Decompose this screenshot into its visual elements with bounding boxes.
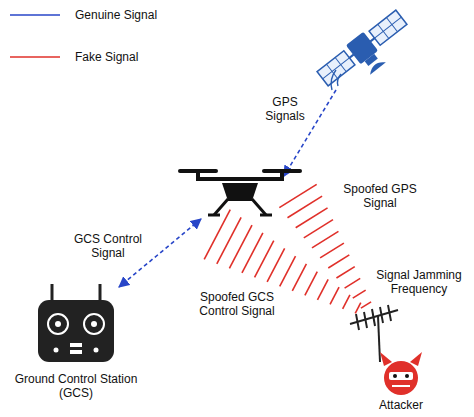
fake-signal-stroke <box>343 295 350 309</box>
fake-signal-stroke <box>361 302 371 308</box>
fake-signal-stroke <box>353 290 366 298</box>
attacker-icon <box>380 352 422 395</box>
antenna-icon <box>378 316 380 362</box>
attacker-icon <box>410 352 422 366</box>
attacker-icon <box>392 385 410 387</box>
antenna-icon <box>356 314 359 330</box>
controller-icon <box>91 321 97 327</box>
antenna-icon <box>380 307 383 323</box>
signal-label: Spoofed GCS Control Signal <box>190 290 284 318</box>
fake-signal-stroke <box>336 267 354 278</box>
attacker-icon <box>384 361 418 395</box>
attacker-icon <box>389 372 413 380</box>
drone-icon <box>196 173 200 181</box>
fake-signal-stroke <box>255 241 274 278</box>
drone-icon <box>222 183 258 201</box>
signal-label: Spoofed GPS Signal <box>342 182 418 210</box>
fake-signal-stroke <box>292 264 306 291</box>
legend-text: Genuine Signal <box>75 8 157 22</box>
antenna-icon <box>350 305 398 362</box>
attacker-icon <box>405 374 409 378</box>
device-node: Ground Control Station (GCS) <box>6 372 146 400</box>
controller-icon <box>38 284 114 362</box>
fake-signal-stroke <box>204 210 230 260</box>
drone-icon <box>198 177 282 181</box>
attacker-icon <box>393 374 397 378</box>
fake-signal-stroke <box>355 303 361 314</box>
attacker-icon <box>380 352 392 366</box>
legend-samples <box>10 15 60 57</box>
fake-signal-stroke <box>345 278 361 288</box>
device-label: Ground Control Station (GCS) <box>6 372 146 400</box>
drone-icon <box>252 199 266 215</box>
device-label: Attacker <box>366 398 436 412</box>
signal-label: GPS Signals <box>257 95 313 123</box>
antenna-icon <box>388 305 391 321</box>
antenna-icon <box>364 312 367 328</box>
drone-icon <box>280 173 284 181</box>
satellite-waves <box>337 74 341 86</box>
fake-signal-stroke <box>296 208 328 228</box>
drone-icon <box>214 199 228 215</box>
fake-signal-stroke <box>267 248 284 281</box>
controller-icon <box>94 348 99 353</box>
device-node: Attacker <box>366 398 436 412</box>
drone-icon <box>178 169 218 173</box>
drone-icon <box>260 214 272 217</box>
fake-signal-stroke <box>320 243 344 258</box>
drone-icon <box>262 169 302 173</box>
antenna-icon <box>372 309 375 326</box>
fake-signal-stroke <box>279 184 316 207</box>
controller-icon <box>70 343 82 347</box>
fake-signal-stroke <box>328 255 349 268</box>
satellite-waves <box>331 70 341 90</box>
satellite-icon <box>323 58 350 79</box>
signal-label: Signal Jamming Frequency <box>370 268 468 296</box>
satellite-icon <box>369 10 407 45</box>
fake-signal-stroke <box>317 279 328 299</box>
fake-signal-stroke <box>305 272 317 296</box>
fake-signal-stroke <box>312 231 338 248</box>
controller-icon <box>51 284 54 302</box>
controller-icon <box>84 314 104 334</box>
legend-sample <box>10 56 60 58</box>
controller-icon <box>99 284 102 302</box>
signal-label: GCS Control Signal <box>68 232 148 260</box>
satellite-icon <box>315 8 417 100</box>
legend-sample <box>10 14 60 16</box>
satellite-icon <box>317 51 355 86</box>
fake-signal-stroke <box>280 256 296 286</box>
drone-icon <box>178 169 302 215</box>
controller-icon <box>54 348 59 353</box>
fake-signal-stroke <box>330 287 339 304</box>
legend-text: Fake Signal <box>75 50 138 64</box>
drone-icon <box>208 214 220 217</box>
controller-icon <box>70 350 82 354</box>
fake-signal-stroke <box>304 220 333 238</box>
satellite-icon <box>375 17 402 38</box>
fake-signal-stroke <box>217 217 241 264</box>
controller-icon <box>38 300 114 362</box>
controller-icon <box>55 321 61 327</box>
controller-icon <box>48 314 68 334</box>
satellite-waves <box>331 70 336 90</box>
satellite-icon <box>367 58 386 74</box>
